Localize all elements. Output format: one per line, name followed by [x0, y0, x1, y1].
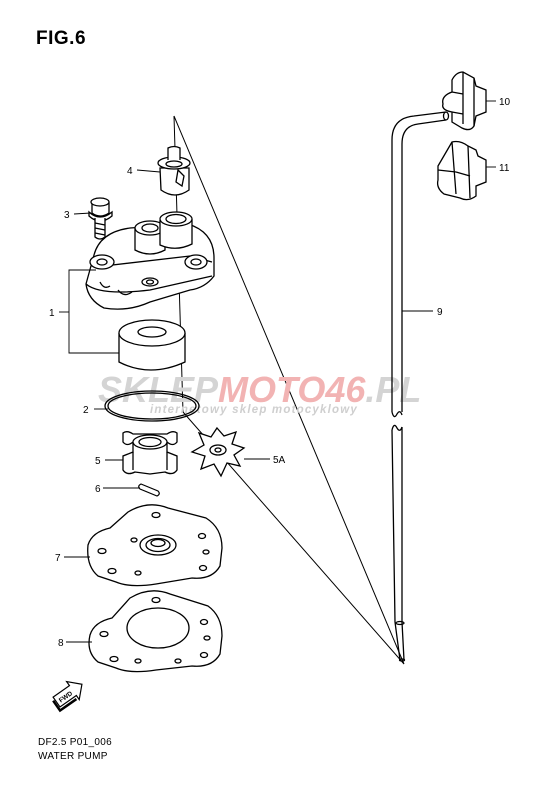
watermark-part4: .PL	[365, 369, 421, 410]
callout-5: 5	[95, 456, 101, 467]
watermark: SKLEPMOTO46.PL internetowy sklep motocyk…	[98, 369, 421, 416]
callout-8: 8	[58, 638, 64, 649]
callout-3: 3	[64, 210, 70, 221]
watermark-subtitle: internetowy sklep motocyklowy	[150, 404, 358, 416]
figure-title: FIG.6	[36, 28, 87, 49]
watermark-part3: 46	[324, 369, 366, 410]
svg-text:SKLEPMOTO46.PL: SKLEPMOTO46.PL	[98, 369, 421, 410]
part-5a-impeller	[190, 426, 246, 478]
part-1-pump-case	[85, 211, 215, 310]
part-11-grommet	[436, 140, 487, 201]
watermark-part2: MOTO	[218, 369, 325, 410]
callout-1: 1	[49, 308, 55, 319]
model-code: DF2.5 P01_006	[38, 737, 112, 748]
part-3-bolt	[88, 197, 113, 240]
part-8-gasket	[88, 590, 223, 673]
callout-2: 2	[83, 405, 89, 416]
callout-4: 4	[127, 166, 133, 177]
impeller-housing-liner	[118, 319, 186, 371]
part-6-key	[138, 483, 160, 497]
part-10-grommet	[442, 71, 487, 131]
section-name: WATER PUMP	[38, 751, 108, 762]
part-5-impeller	[122, 431, 178, 475]
callout-10: 10	[499, 97, 511, 108]
callout-leaders	[59, 100, 496, 643]
forward-arrow-icon: FWD	[52, 680, 83, 713]
callout-labels: 4 3 1 2 5 5A 6 7 8 9 10 11	[49, 97, 511, 649]
part-4-sleeve	[157, 145, 191, 196]
callout-5a: 5A	[273, 455, 286, 466]
part-9-water-tube	[391, 111, 450, 662]
part-7-guide-plate	[87, 504, 223, 587]
part-2-o-ring	[104, 390, 200, 422]
callout-6: 6	[95, 484, 101, 495]
callout-9: 9	[437, 307, 443, 318]
callout-11: 11	[499, 163, 510, 174]
callout-7: 7	[55, 553, 61, 564]
